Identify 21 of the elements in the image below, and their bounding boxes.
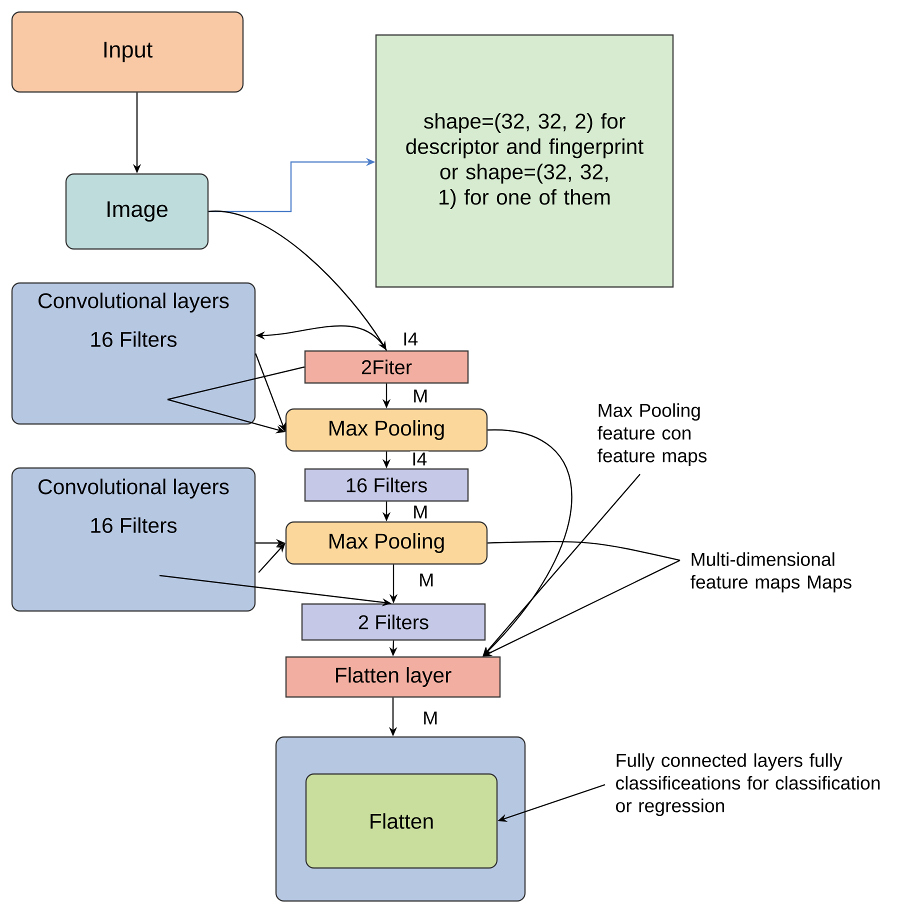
edge-label: I4 <box>401 331 420 347</box>
note-box: shape=(32, 32, 2) for descriptor and fingerprint or shape=(32, 32, 1) for one of them <box>375 34 674 288</box>
edge-label: M <box>411 388 430 404</box>
filter-box: 2 Filters <box>301 603 486 641</box>
annotation-text: Fully connected layers fully classificeations for classification or regression <box>616 753 880 816</box>
layer-box: Convolutional layers 16 Filters <box>11 467 256 612</box>
flatten-box: Flatten <box>305 773 498 869</box>
image-box: Image <box>65 173 209 250</box>
filter-box: 16 Filters <box>304 468 469 502</box>
filter-box: 2Fiter <box>304 350 469 384</box>
input-box: Input <box>11 11 244 93</box>
edge-label: M <box>417 572 436 588</box>
edge-label: I4 <box>410 451 428 467</box>
layer-box: Convolutional layers 16 Filters <box>11 282 256 425</box>
edge-label: M <box>411 504 430 520</box>
pooling-box: Max Pooling <box>285 521 488 565</box>
flatten-layer-box: Flatten layer <box>285 656 501 698</box>
annotation-text: Max Pooling feature con feature maps <box>598 403 707 466</box>
edge-label: M <box>421 710 440 726</box>
pooling-box: Max Pooling <box>285 408 488 452</box>
annotation-text: Multi-dimensional feature maps Maps <box>690 552 852 592</box>
